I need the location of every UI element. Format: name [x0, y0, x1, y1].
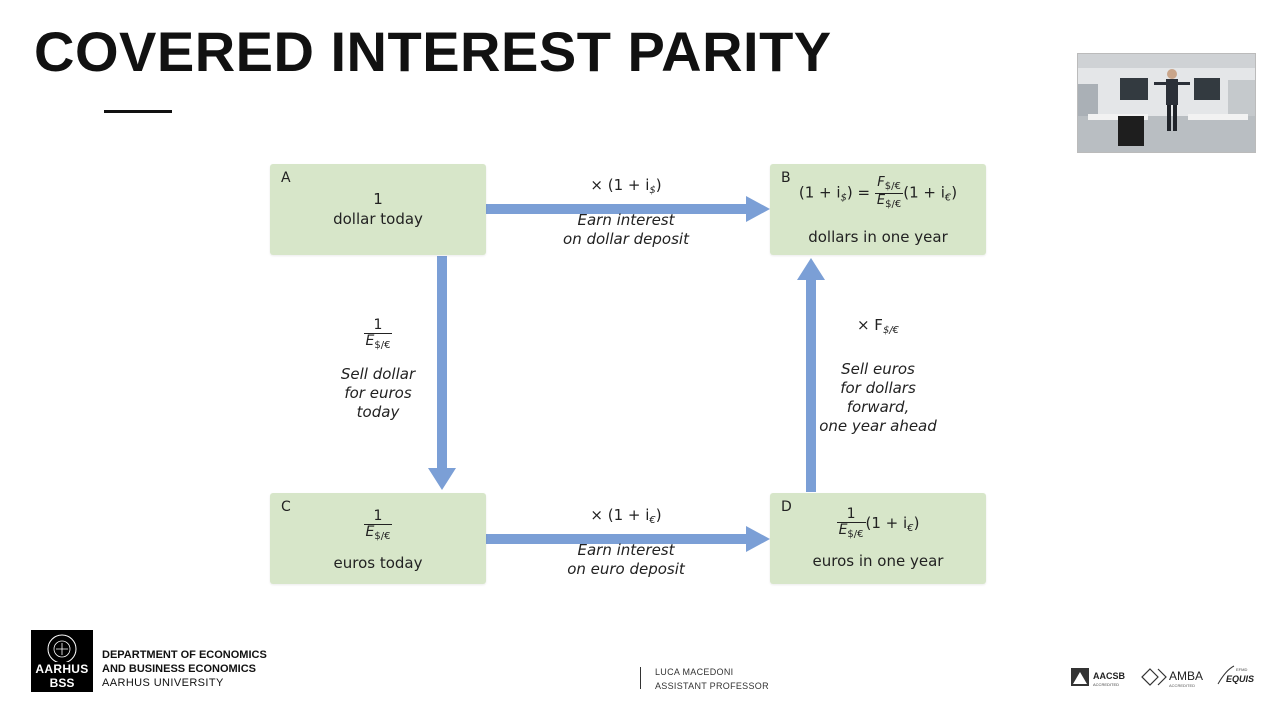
equis-subtext: EFMD: [1236, 667, 1247, 672]
arrow-ac-line3: today: [356, 403, 400, 422]
box-c-formula: 1 E$/€: [270, 509, 486, 542]
box-b-formula-right-sub: €: [944, 192, 952, 204]
arrow-ab-line2: on dollar deposit: [563, 230, 689, 248]
slide-title: COVERED INTEREST PARITY: [34, 20, 832, 83]
arrow-cd-label: × (1 + i€) Earn interest on euro deposit: [526, 506, 726, 579]
box-d-formula-right-sub: €: [907, 523, 914, 535]
title-underline: [104, 110, 172, 113]
arrow-ab-label: × (1 + i$) Earn interest on dollar depos…: [526, 176, 726, 249]
box-b-formula-left-sub: $: [840, 192, 847, 204]
box-d-formula-right-close: ): [913, 514, 920, 533]
box-c-caption: euros today: [333, 554, 423, 572]
aacsb-accreditation-logo: AACSB ACCREDITED: [1071, 664, 1131, 690]
box-b-formula-eq: ) =: [846, 183, 871, 202]
box-c-euros-today: C 1 E$/€ euros today: [270, 493, 486, 584]
amba-icon: AMBA ACCREDITED: [1141, 668, 1203, 688]
box-b-formula-left: (1 + i: [798, 183, 841, 202]
aarhus-bss-logo: AARHUS BSS: [31, 630, 93, 692]
box-a-caption: dollar today: [333, 210, 423, 228]
box-b-formula-right-close: ): [951, 183, 958, 202]
box-d-fraction: 1 E$/€: [836, 507, 866, 540]
aacsb-text: AACSB: [1093, 671, 1126, 681]
arrow-a-to-c: [428, 256, 456, 490]
box-b-frac-num: F: [877, 175, 885, 190]
arrow-db-line4: one year ahead: [819, 417, 937, 435]
presenter-webcam-video: [1077, 53, 1256, 153]
arrow-d-to-b: [797, 258, 825, 492]
arrow-ac-label: 1 E$/€ Sell dollar for euros today: [318, 318, 438, 422]
arrow-c-to-d: [486, 526, 770, 552]
department-name: DEPARTMENT OF ECONOMICS AND BUSINESS ECO…: [102, 648, 267, 690]
box-d-euros-one-year: D 1 E$/€ (1 + i€) euros in one year: [770, 493, 986, 584]
box-d-letter: D: [781, 499, 792, 515]
box-d-frac-den-sub: $/€: [847, 528, 864, 540]
box-c-letter: C: [281, 499, 291, 515]
equis-icon: EFMD EQUIS: [1217, 665, 1254, 685]
arrow-db-multiplier: × F$/€: [856, 316, 900, 336]
arrow-cd-line2: on euro deposit: [567, 560, 685, 578]
amba-text: AMBA: [1169, 669, 1203, 683]
box-d-caption: euros in one year: [812, 552, 944, 570]
arrow-db-line2: for dollars: [840, 379, 916, 397]
box-b-frac-num-sub: $/€: [884, 181, 901, 192]
arrow-db-line1: Sell euros: [841, 360, 915, 378]
amba-accreditation-logo: AMBA ACCREDITED: [1140, 664, 1210, 690]
equis-text: EQUIS: [1226, 674, 1254, 684]
box-b-caption: dollars in one year: [808, 228, 948, 246]
box-b-formula-right: (1 + i: [903, 183, 945, 202]
box-b-letter: B: [781, 170, 791, 186]
arrow-ab-line1: Earn interest: [577, 211, 675, 229]
logo-bss-text: BSS: [49, 676, 75, 690]
box-c-frac-den: E: [365, 523, 375, 540]
box-d-frac-den: E: [838, 521, 848, 538]
box-d-formula-right: (1 + i: [865, 514, 908, 533]
presenter-name: LUCA MACEDONI: [655, 667, 734, 677]
presenter-divider: [640, 667, 641, 689]
box-a-amount: 1: [373, 190, 383, 208]
dept-line2: AND BUSINESS ECONOMICS: [102, 663, 257, 675]
box-b-formula: (1 + i$) = F$/€ E$/€ (1 + i€): [770, 176, 986, 210]
aacsb-subtext: ACCREDITED: [1093, 682, 1119, 687]
aacsb-icon: AACSB ACCREDITED: [1071, 668, 1126, 687]
equis-accreditation-logo: EFMD EQUIS: [1216, 664, 1256, 690]
arrow-ac-line2: for euros: [344, 384, 412, 403]
box-d-formula: 1 E$/€ (1 + i€): [770, 507, 986, 540]
arrow-ab-multiplier: × (1 + i$): [590, 176, 662, 196]
presenter-role: ASSISTANT PROFESSOR: [655, 681, 769, 691]
box-a-dollar-today: A 1 dollar today: [270, 164, 486, 255]
arrow-ac-fraction: 1 E$/€: [363, 317, 393, 351]
webcam-scene-image: [1078, 54, 1255, 152]
box-c-frac-den-sub: $/€: [374, 530, 391, 542]
box-a-letter: A: [281, 170, 291, 186]
box-b-fraction: F$/€ E$/€: [874, 175, 904, 210]
university-seal-icon: [47, 634, 77, 662]
arrow-db-line3: forward,: [846, 398, 910, 416]
box-c-frac-num: 1: [363, 509, 393, 525]
arrow-db-label: × F$/€ Sell euros for dollars forward, o…: [818, 316, 938, 436]
dept-line3: AARHUS UNIVERSITY: [102, 677, 224, 689]
box-d-frac-num: 1: [836, 507, 866, 523]
box-b-dollars-one-year: B (1 + i$) = F$/€ E$/€ (1 + i€) dollars …: [770, 164, 986, 255]
logo-aarhus-text: AARHUS: [35, 662, 89, 676]
arrow-ac-line1: Sell dollar: [340, 365, 416, 384]
dept-line1: DEPARTMENT OF ECONOMICS: [102, 649, 267, 661]
box-b-frac-den-sub: $/€: [885, 198, 902, 210]
arrow-a-to-b: [486, 196, 770, 222]
amba-subtext: ACCREDITED: [1169, 683, 1195, 688]
arrow-cd-multiplier: × (1 + i€): [590, 506, 662, 526]
arrow-cd-line1: Earn interest: [577, 541, 675, 559]
box-c-fraction: 1 E$/€: [363, 509, 393, 542]
box-b-frac-den: E: [876, 192, 886, 208]
presenter-info: LUCA MACEDONI ASSISTANT PROFESSOR: [655, 665, 769, 693]
